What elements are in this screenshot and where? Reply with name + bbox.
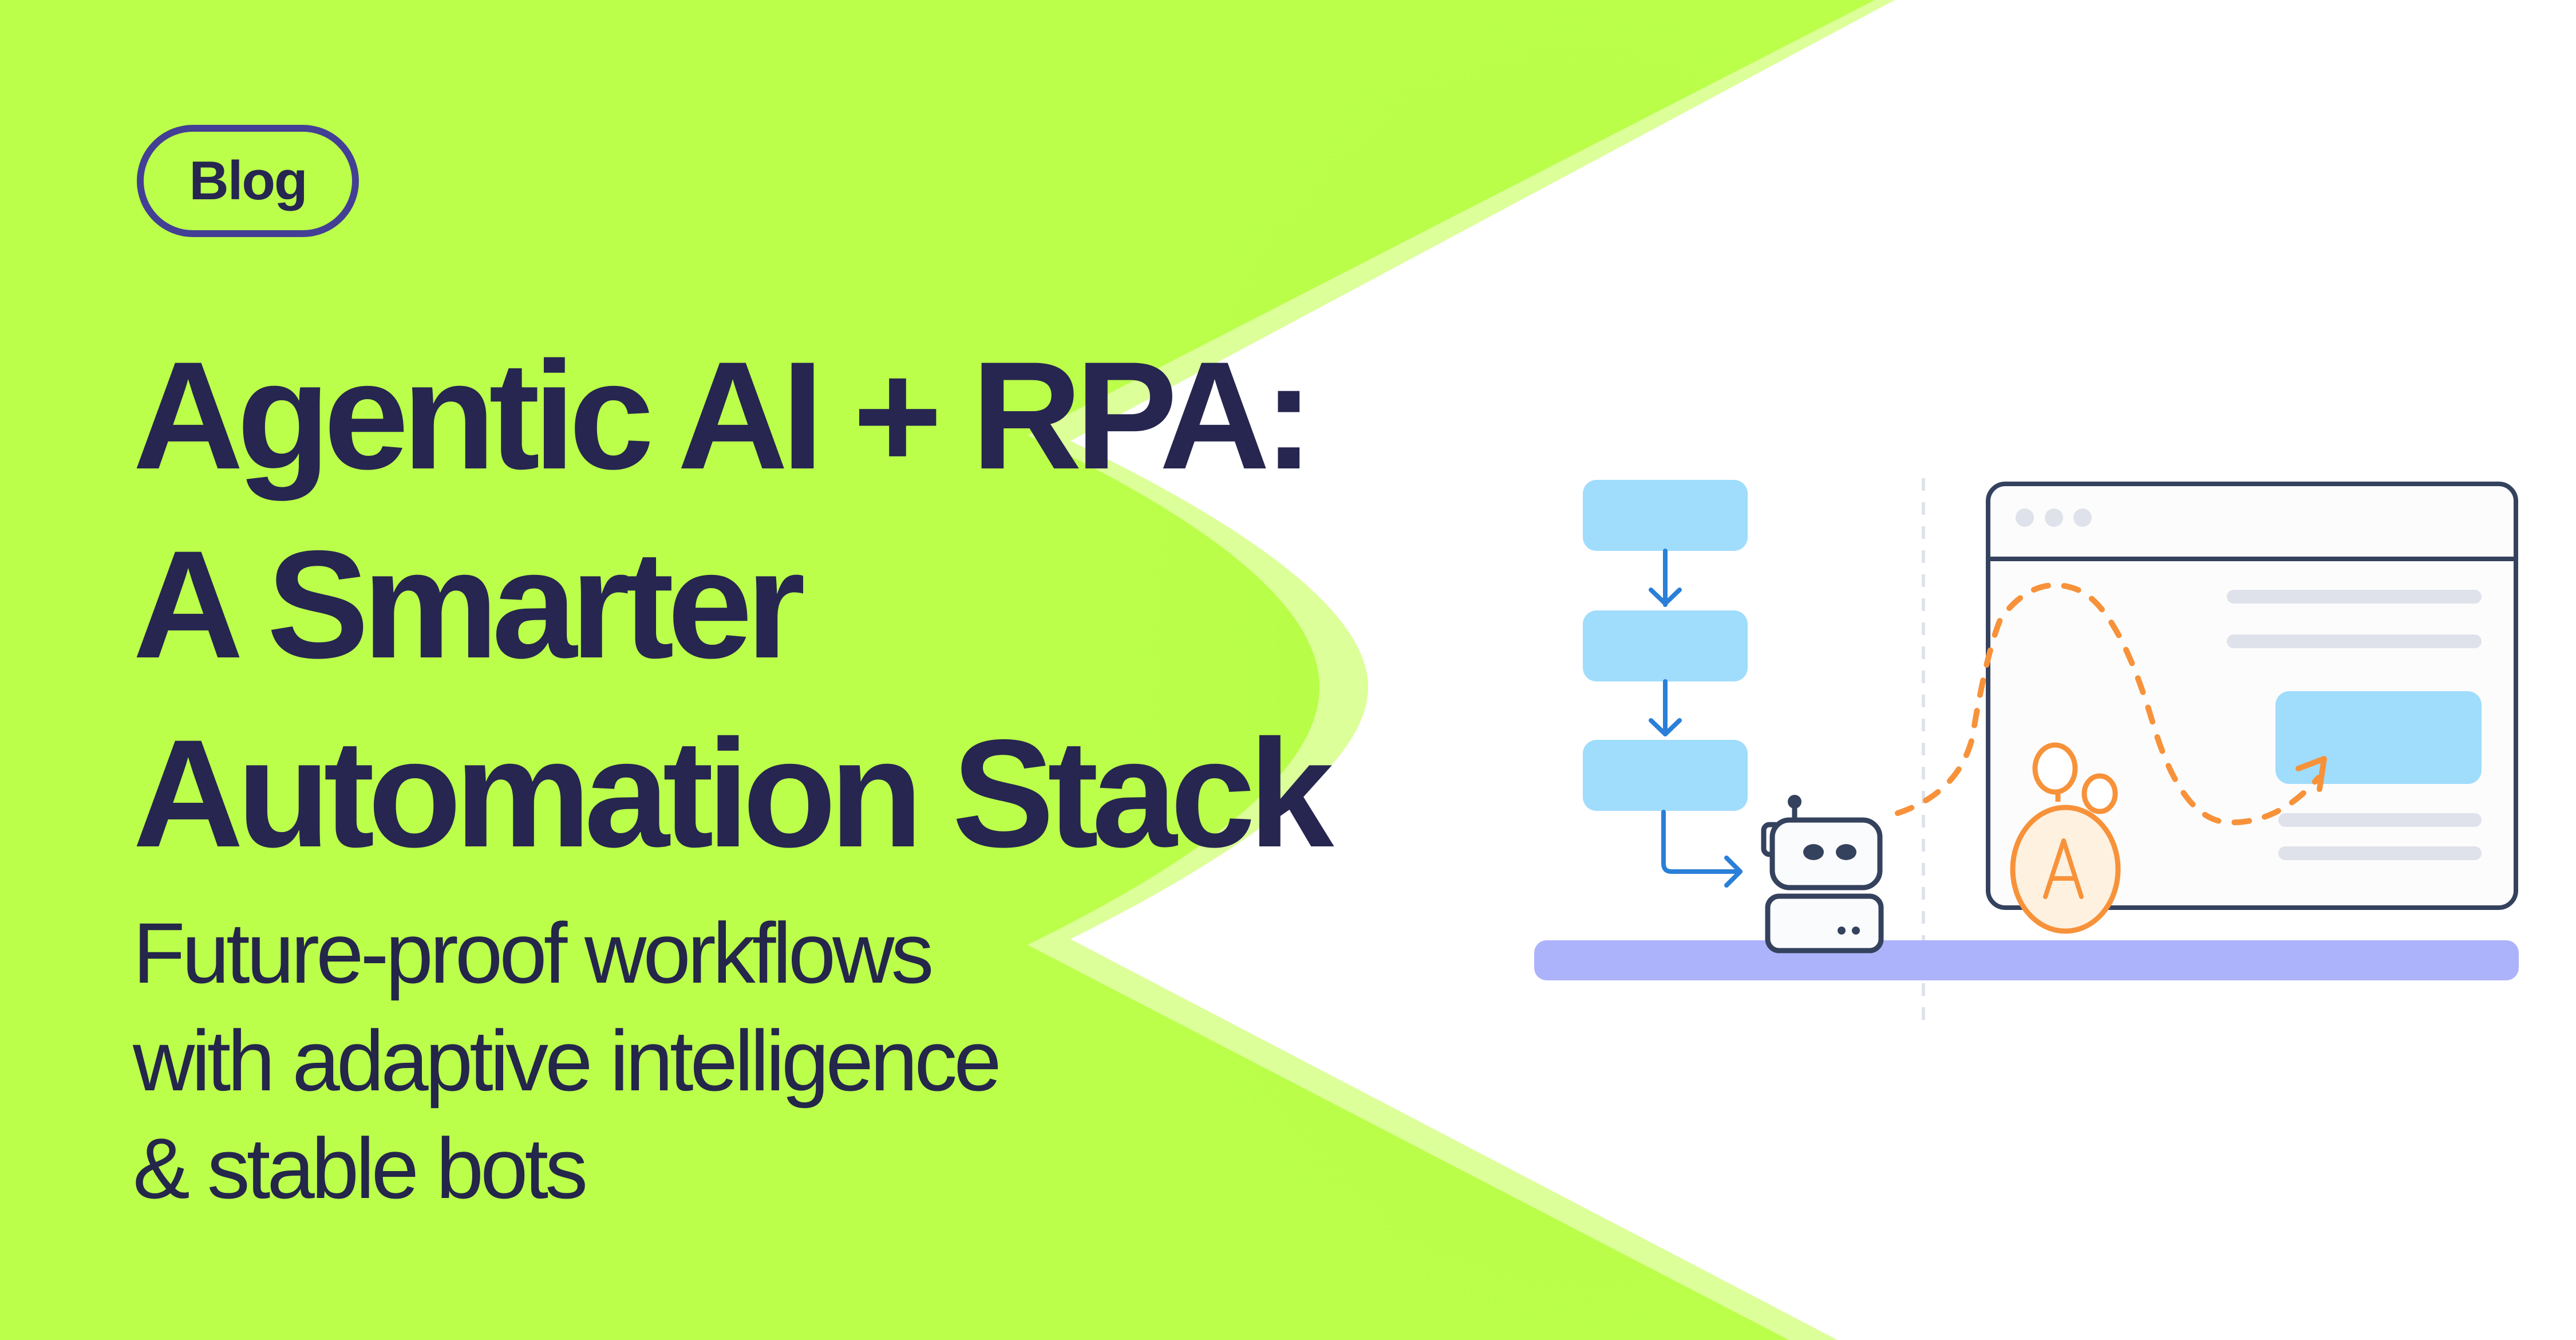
browser-window-icon [1986,482,2518,910]
ai-agent-icon [2010,742,2121,934]
subtitle-line-2: with adaptive intelligence [133,1012,1002,1109]
subtitle-line-1: Future-proof workflows [133,905,934,1001]
page-title: Agentic AI + RPA: A Smarter Automation S… [133,321,1334,888]
title-line-1: Agentic AI + RPA: [133,329,1314,501]
base-bar [1534,940,2519,980]
robot-icon [1761,795,1884,953]
title-line-3: Automation Stack [133,707,1334,879]
subtitle: Future-proof workflows with adaptive int… [133,899,1002,1222]
blog-badge-label: Blog [189,150,307,211]
dashed-path-arrow-icon [1895,582,2321,826]
flowchart-icon [1583,480,1748,888]
title-line-2: A Smarter [133,518,805,690]
subtitle-line-3: & stable bots [133,1120,588,1216]
